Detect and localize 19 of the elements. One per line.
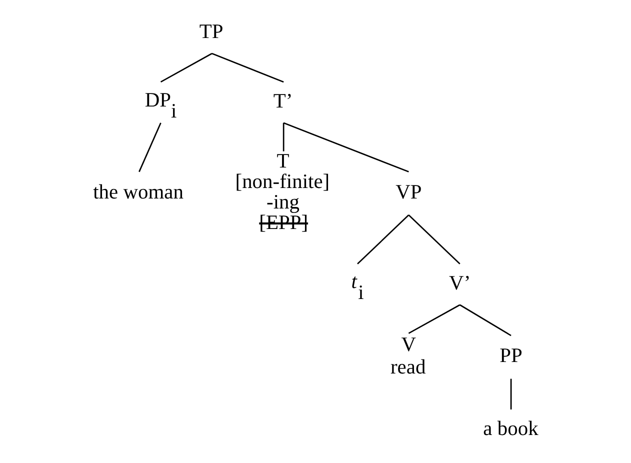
node-text: PP xyxy=(499,345,522,368)
connector xyxy=(211,52,284,83)
connector xyxy=(138,122,161,172)
node-text: VP xyxy=(395,181,422,204)
node-text: V read xyxy=(390,334,426,379)
node-text: the woman xyxy=(92,181,183,204)
connector xyxy=(160,52,212,83)
connector xyxy=(408,304,460,334)
connector xyxy=(282,122,408,172)
connector xyxy=(282,122,284,152)
node-text: TP xyxy=(198,21,223,44)
node-text: T [non-finite] -ing [EPP] xyxy=(234,150,330,234)
node-text: T’ xyxy=(272,90,292,112)
connector xyxy=(356,214,409,264)
connector xyxy=(510,378,512,410)
connector xyxy=(408,214,460,264)
connector xyxy=(459,304,511,336)
node-text: V’ xyxy=(448,272,470,294)
node-text: a book xyxy=(482,418,538,440)
